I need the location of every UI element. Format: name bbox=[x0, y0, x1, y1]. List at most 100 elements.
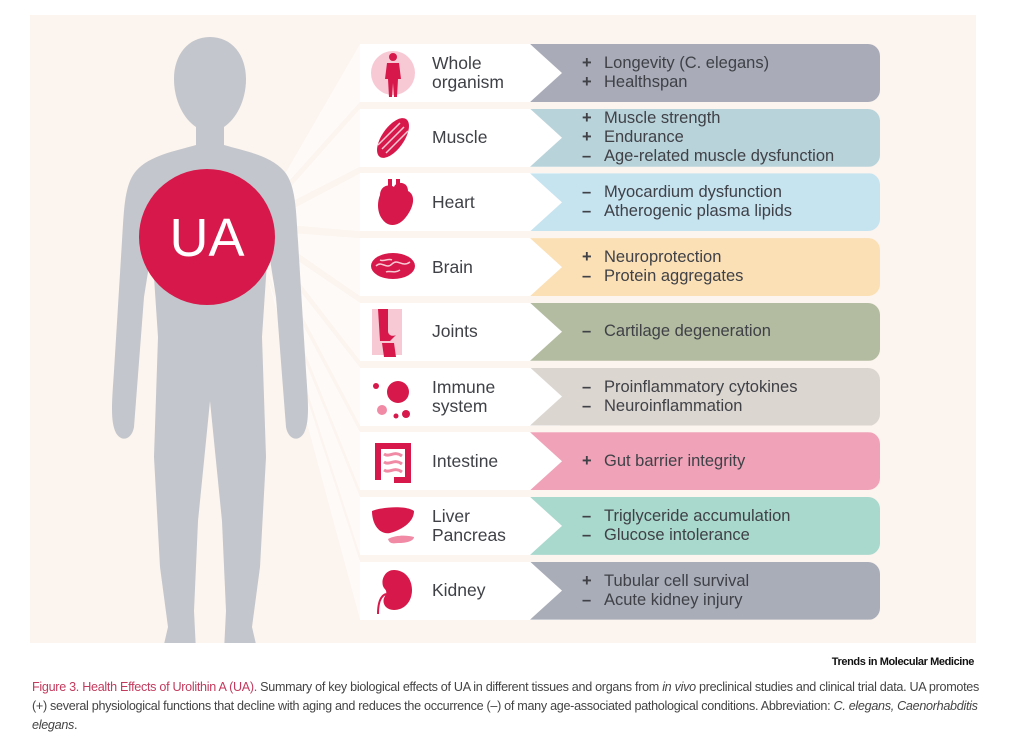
effect-sign: + bbox=[582, 248, 592, 267]
effects-box bbox=[530, 496, 880, 555]
effect-item: –Cartilage degeneration bbox=[582, 322, 771, 341]
organ-row: Heart –Myocardium dysfunction–Atherogeni… bbox=[360, 173, 880, 232]
effects-box bbox=[530, 238, 880, 297]
effect-item: + Endurance bbox=[582, 128, 834, 147]
heart-icon bbox=[378, 179, 414, 226]
effect-sign: – bbox=[582, 147, 592, 166]
organ-name-line: Muscle bbox=[432, 127, 488, 148]
caption-italic: C. elegans, Caenorhabditis elegans bbox=[32, 699, 978, 732]
effects-list: + Muscle strength + Endurance–Age-related m… bbox=[582, 109, 834, 167]
effect-sign: + bbox=[582, 451, 592, 470]
effect-item: +Neuroprotection bbox=[582, 248, 743, 267]
effects-list: + Tubular cell survival–Acute kidney inju… bbox=[582, 562, 749, 620]
organ-name-line: Whole bbox=[432, 53, 482, 73]
effects-box bbox=[530, 108, 880, 167]
effect-item: + Muscle strength bbox=[582, 109, 834, 128]
effect-text: Longevity (C. elegans) bbox=[604, 54, 770, 72]
liver-pancreas-icon bbox=[372, 507, 414, 544]
effect-sign: + bbox=[582, 128, 592, 147]
caption-text: preclinical studies and clinical trial d… bbox=[32, 680, 979, 713]
organ-row: Brain +Neuroprotection–Protein aggregate… bbox=[360, 238, 880, 297]
organ-name-line: Immune bbox=[432, 376, 496, 397]
ua-circle bbox=[139, 169, 275, 305]
effect-text: Proinflammatory cytokines bbox=[604, 377, 798, 396]
organ-row: Muscle + Muscle strength + Endurance–Age-re… bbox=[360, 108, 880, 167]
organ-name-line: system bbox=[432, 395, 488, 416]
knee-joint-icon bbox=[372, 308, 402, 357]
effect-text: Neuroinflammation bbox=[604, 396, 743, 415]
caption-italic: in vivo bbox=[662, 680, 696, 694]
effects-list: –Proinflammatory cytokines–Neuroinflamma… bbox=[582, 368, 797, 426]
human-body-illustration: UA bbox=[112, 37, 360, 643]
kidney-icon bbox=[377, 569, 412, 614]
effect-item: + Tubular cell survival bbox=[582, 572, 749, 591]
effect-sign: – bbox=[582, 590, 592, 609]
effect-sign: – bbox=[582, 506, 592, 525]
effect-sign: – bbox=[582, 377, 592, 396]
effect-sign: – bbox=[582, 267, 592, 286]
effects-list: –Cartilage degeneration bbox=[582, 303, 771, 361]
effects-box bbox=[530, 44, 880, 102]
organ-name-line: Kidney bbox=[432, 580, 486, 601]
effect-sign: – bbox=[582, 525, 592, 544]
body-silhouette bbox=[112, 37, 308, 643]
organ-name: Intestine bbox=[432, 432, 498, 490]
effect-item: + Longevity (C. elegans) bbox=[582, 54, 769, 73]
effect-text: Tubular cell survival bbox=[604, 571, 750, 590]
caption-text: Summary of key biological effects of UA … bbox=[256, 680, 663, 694]
organ-name-line: Liver bbox=[432, 505, 470, 526]
figure-caption: Figure 3. Health Effects of Urolithin A … bbox=[32, 678, 992, 735]
effect-sign: – bbox=[582, 396, 592, 415]
organ-row: Kidney + Tubular cell survival–Acute kidn… bbox=[360, 561, 880, 620]
effect-item: –Age-related muscle dysfunction bbox=[582, 147, 834, 166]
organ-name: Joints bbox=[432, 303, 478, 361]
effects-list: + Longevity (C. elegans)+Healthspan bbox=[582, 44, 769, 102]
muscle-icon bbox=[377, 117, 409, 158]
effect-sign: + bbox=[582, 109, 592, 128]
effects-list: –Triglyceride accumulation–Glucose intol… bbox=[582, 497, 790, 555]
organ-name-line: Joints bbox=[432, 321, 478, 342]
effect-item: –Protein aggregates bbox=[582, 267, 743, 286]
effect-item: –Myocardium dysfunction bbox=[582, 183, 792, 202]
effect-text: Protein aggregates bbox=[604, 267, 744, 286]
effect-text: Myocardium dysfunction bbox=[604, 183, 782, 202]
effect-sign: + bbox=[582, 571, 592, 590]
organ-name-line: Pancreas bbox=[432, 524, 506, 545]
human-figure-icon bbox=[371, 51, 415, 97]
effects-box bbox=[530, 561, 880, 620]
effect-item: + Gut barrier integrity bbox=[582, 452, 745, 471]
effect-item: +Healthspan bbox=[582, 73, 769, 92]
organ-name-line: Heart bbox=[432, 191, 475, 212]
brain-icon bbox=[371, 253, 415, 280]
effect-sign: – bbox=[582, 202, 592, 221]
effect-text: Age-related muscle dysfunction bbox=[604, 147, 835, 166]
effects-list: +Neuroprotection–Protein aggregates bbox=[582, 238, 743, 296]
effect-text: Cartilage degeneration bbox=[604, 322, 771, 341]
organ-name: Heart bbox=[432, 173, 475, 231]
organ-name: Kidney bbox=[432, 562, 486, 620]
effect-item: –Glucose intolerance bbox=[582, 526, 790, 545]
effect-sign: + bbox=[582, 54, 592, 72]
effects-list: –Myocardium dysfunction–Atherogenic plas… bbox=[582, 173, 792, 231]
organ-name: Brain bbox=[432, 238, 473, 296]
effect-text: Endurance bbox=[604, 128, 684, 147]
effect-text: Glucose intolerance bbox=[604, 525, 750, 544]
effects-box bbox=[530, 367, 880, 426]
effect-text: Muscle strength bbox=[604, 109, 721, 128]
effect-sign: – bbox=[582, 322, 592, 341]
organ-name-line: organism bbox=[432, 72, 504, 92]
caption-title: Figure 3. Health Effects of Urolithin A … bbox=[32, 680, 257, 694]
intestine-icon bbox=[375, 443, 411, 484]
effect-text: Gut barrier integrity bbox=[604, 451, 746, 470]
ua-label: UA bbox=[169, 208, 244, 268]
effect-sign: – bbox=[582, 183, 592, 202]
journal-source: Trends in Molecular Medicine bbox=[831, 656, 975, 668]
effects-box bbox=[530, 432, 880, 491]
effect-item: –Neuroinflammation bbox=[582, 397, 797, 416]
organ-name: Muscle bbox=[432, 109, 487, 167]
effect-item: –Acute kidney injury bbox=[582, 591, 749, 610]
